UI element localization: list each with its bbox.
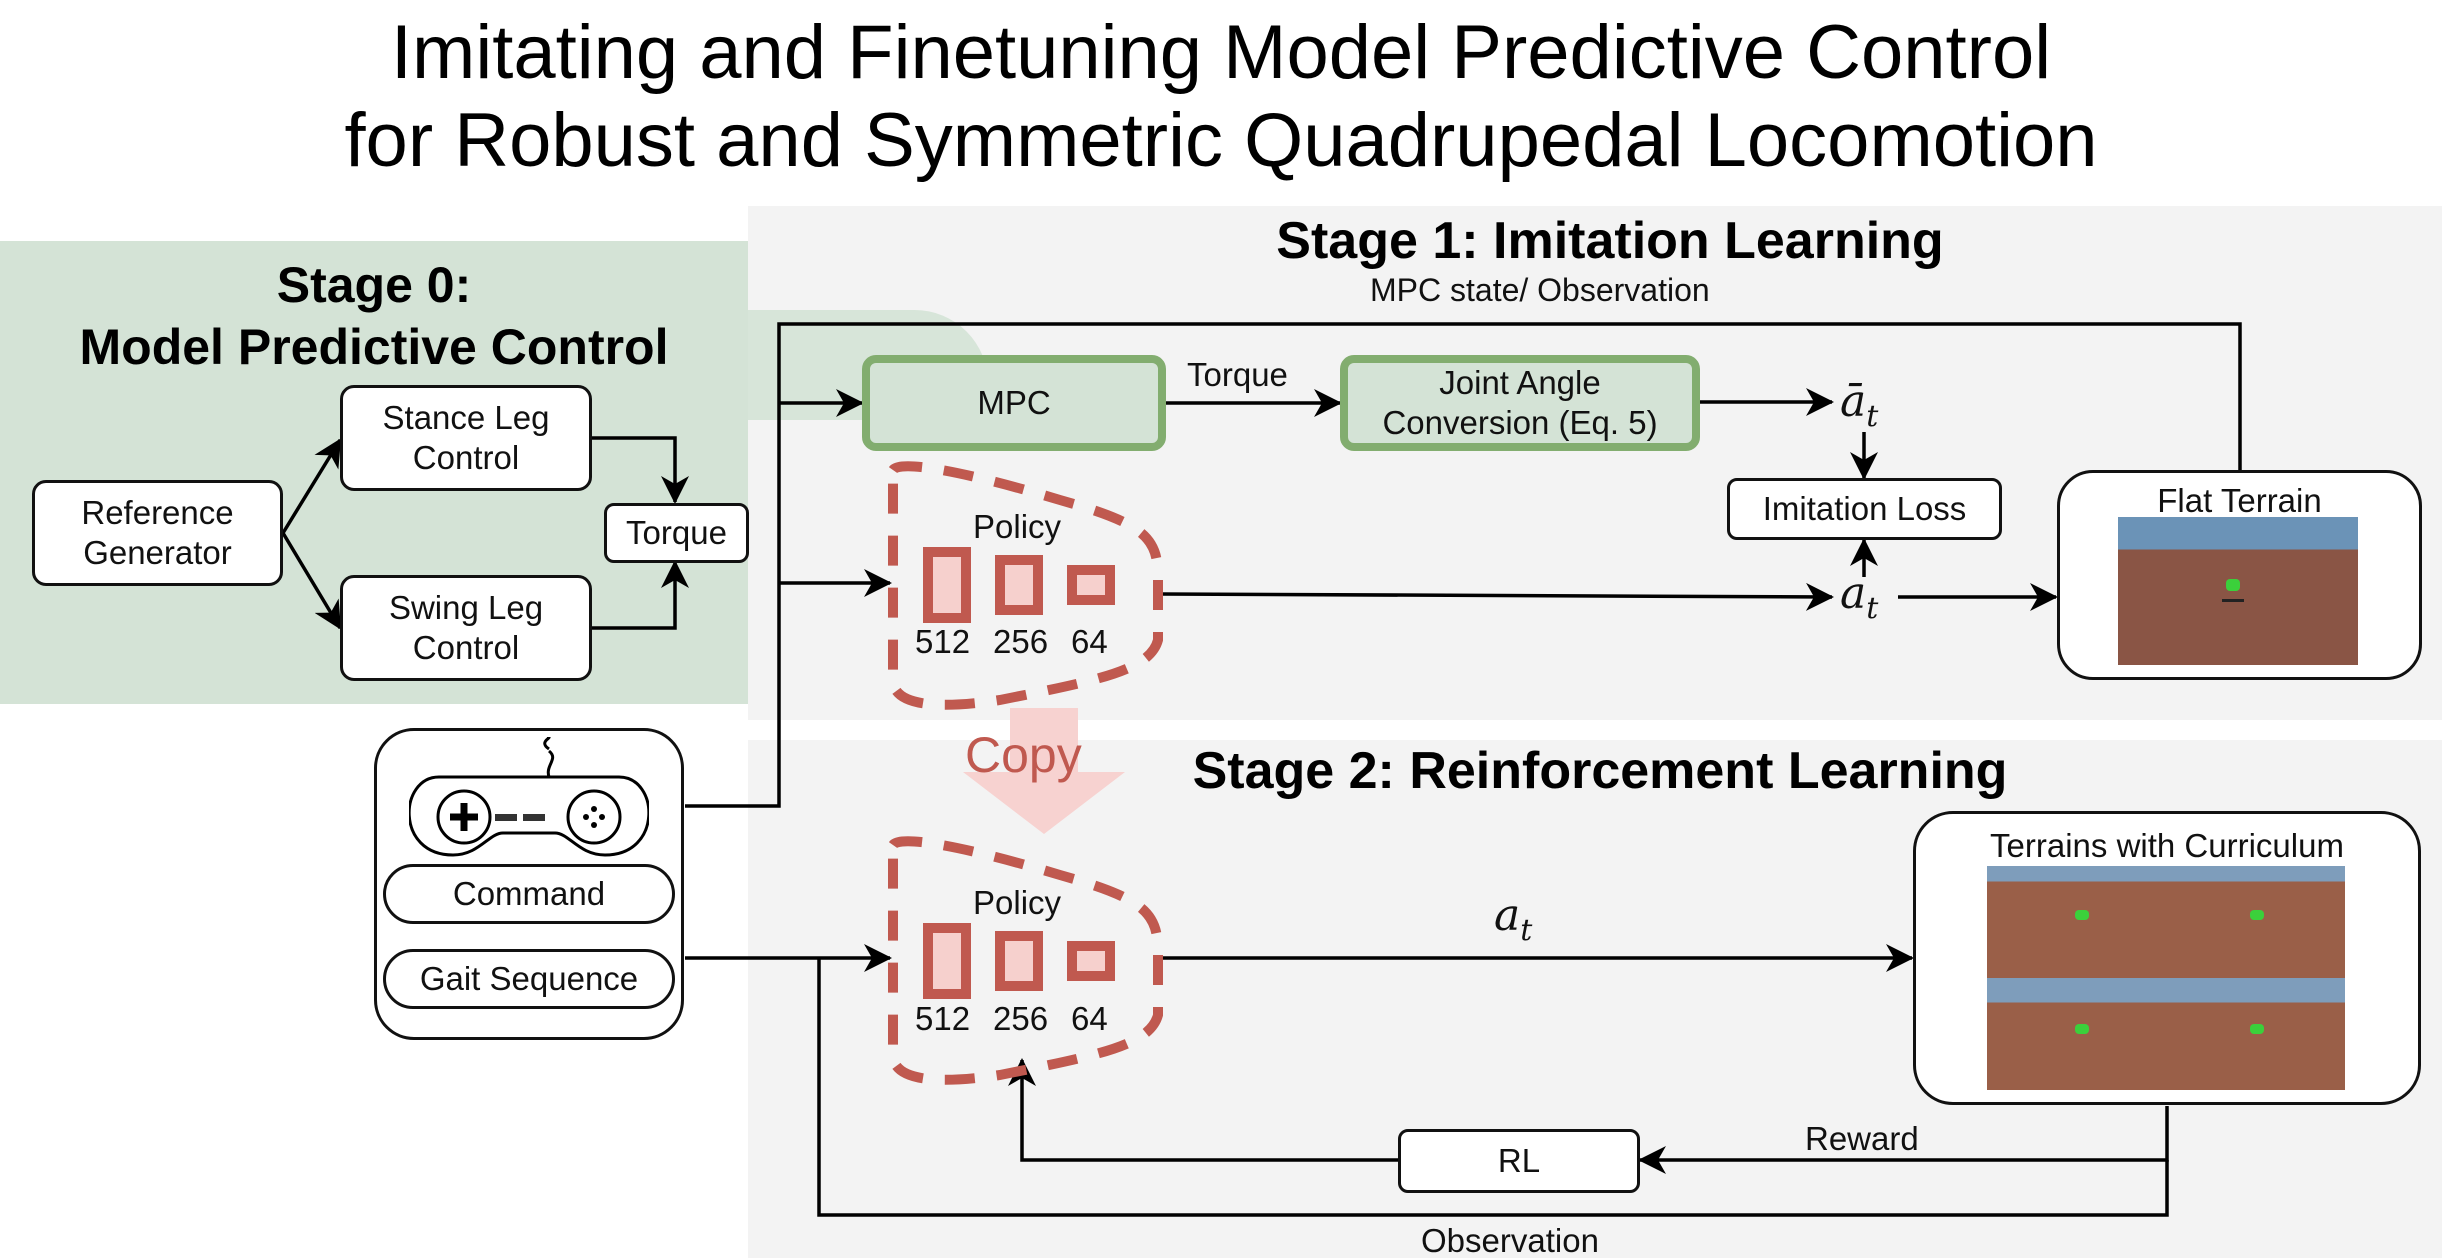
policy1-dashed-outline [888,461,1163,710]
command-label: Command [452,875,606,912]
a-t-symbol: at [1840,568,1879,626]
flat-terrain-label: Flat Terrain [2157,482,2322,519]
torque-label: Torque [626,514,727,551]
stage0-title-line1: Stage 0: [276,257,472,313]
stance-to-torque-arrow [592,436,689,504]
terrain-image-3 [1987,978,2166,1090]
robot-icon [2075,910,2089,920]
imitation-loss-label: Imitation Loss [1762,490,1967,527]
policy1-layer-256 [995,555,1043,615]
mpc-state-observation-label: MPC state/ Observation [1370,272,1710,308]
stage0-title: Stage 0: Model Predictive Control [0,254,748,378]
policy2-layer-64-label: 64 [1071,1000,1108,1037]
observation-label: Observation [1421,1222,1599,1259]
swing-leg-line2: Control [412,629,520,666]
torque-edge-label: Torque [1187,356,1288,393]
gait-sequence-label: Gait Sequence [419,960,639,997]
stance-leg-control-box: Stance Leg Control [340,385,592,491]
reward-label: Reward [1805,1120,1919,1157]
swing-leg-control-box: Swing Leg Control [340,575,592,681]
rl-box: RL [1398,1129,1640,1193]
policy1-to-a-arrow [1159,582,1834,611]
ref-to-swing-arrow [281,532,342,630]
imitation-loss-box: Imitation Loss [1727,478,2002,540]
reference-generator-line1: Reference [81,494,234,531]
joint-angle-line1: Joint Angle [1439,364,1601,401]
terrains-curriculum-box: Terrains with Curriculum [1913,811,2421,1105]
policy1-label: Policy [973,508,1062,545]
policy2-dashed-outline [888,836,1163,1085]
stance-leg-line1: Stance Leg [382,399,550,436]
joint-angle-line2: Conversion (Eq. 5) [1382,404,1658,441]
rl-label: RL [1497,1142,1541,1179]
joint-angle-conversion-box: Joint Angle Conversion (Eq. 5) [1340,355,1700,451]
policy1-layer-256-label: 256 [993,623,1049,660]
robot-icon [2250,1024,2264,1034]
policy2-layer-512-label: 512 [915,1000,971,1037]
mpc-state-observation-line [685,322,2242,808]
policy2-label: Policy [973,884,1062,921]
title-line-1: Imitating and Finetuning Model Predictiv… [390,10,2052,95]
swing-leg-line1: Swing Leg [388,589,544,626]
policy1-layer-512 [923,547,971,623]
terrains-image-grid [1987,866,2345,1090]
flat-terrain-image [2118,517,2358,665]
rl-to-policy2-arrow [1008,1058,1398,1162]
policy2-layer-256 [995,931,1043,991]
flat-terrain-box: Flat Terrain [2057,470,2422,680]
terrain-image-4 [2166,978,2345,1090]
swing-to-torque-arrow [592,560,689,630]
stance-leg-line2: Control [412,439,520,476]
stage1-title: Stage 1: Imitation Learning [1276,212,1944,270]
terrain-image-2 [2166,866,2345,978]
policy2-layer-64 [1067,941,1115,981]
stage2-title: Stage 2: Reinforcement Learning [1192,742,2008,800]
stage0-title-line2: Model Predictive Control [79,319,669,375]
copy-label: Copy [965,727,1082,783]
reference-generator-box: Reference Generator [32,480,283,586]
copy-arrow [963,708,1125,834]
terrains-curriculum-label: Terrains with Curriculum [1990,827,2344,864]
policy1-layer-64-label: 64 [1071,623,1108,660]
title-line-2: for Robust and Symmetric Quadrupedal Loc… [344,98,2098,183]
command-button[interactable]: Command [383,864,675,924]
reference-generator-line2: Generator [83,534,232,571]
mpc-box: MPC [862,355,1166,451]
robot-icon [2075,1024,2089,1034]
stage2-a-t-symbol: at [1494,890,1533,948]
command-block: Command Gait Sequence [374,728,684,1040]
a-bar-t-symbol: āt [1840,376,1879,434]
terrain-image-1 [1987,866,2166,978]
robot-icon [2250,910,2264,920]
gait-sequence-button[interactable]: Gait Sequence [383,949,675,1009]
mpc-label: MPC [977,384,1051,421]
ref-to-stance-arrow [281,438,342,534]
policy2-layer-256-label: 256 [993,1000,1049,1037]
robot-shadow [2222,589,2244,602]
policy1-layer-64 [1067,565,1115,605]
policy2-layer-512 [923,923,971,999]
gamepad-icon [409,737,649,857]
torque-box: Torque [604,503,749,563]
observation-line [817,958,2169,1217]
policy1-layer-512-label: 512 [915,623,971,660]
robot-icon [2226,579,2240,591]
